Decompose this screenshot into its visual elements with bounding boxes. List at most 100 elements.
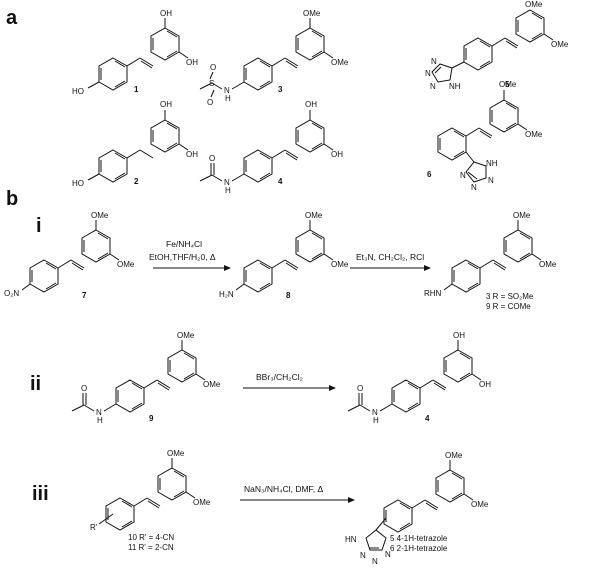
compound-3-h: H (225, 94, 231, 103)
compound-8-structure (235, 220, 334, 293)
product-5-6-n2: N (372, 557, 378, 566)
compound-4-o: O (209, 154, 215, 163)
compound-1-structure (87, 18, 189, 91)
product-5-6-ome-top: OMe (445, 451, 463, 460)
compound-5-n2: N (425, 69, 431, 78)
panel-label-ii: ii (30, 373, 41, 395)
compound-5-nh: NH (449, 82, 461, 91)
product-5-6-n3: N (385, 550, 391, 559)
compound-7-number: 7 (82, 291, 87, 300)
compound-2-structure (87, 110, 189, 183)
compound-6-n1: N (460, 171, 466, 180)
panel-label-iii: iii (32, 483, 49, 505)
compound-9-number: 9 (149, 414, 154, 423)
compound-3-n: N (224, 86, 230, 95)
compound-4-oh-top: OH (305, 100, 317, 109)
compound-5-ome-right: OMe (551, 40, 569, 49)
compound-6-n2: N (471, 183, 477, 192)
product-5-6-structure (365, 460, 474, 551)
compound-6-ome-top: OMe (499, 80, 517, 89)
product-5-6-hn: HN (345, 535, 357, 544)
compound-7-structure (21, 220, 120, 293)
panel-label-a: a (6, 7, 18, 29)
compound-9-h: H (97, 416, 103, 425)
compound-9-o: O (81, 384, 87, 393)
compound-4-structure (199, 110, 334, 183)
compound-6-nh: NH (486, 159, 498, 168)
compound-3-ome-top: OMe (303, 9, 321, 18)
compound-5-number: 5 (505, 80, 510, 89)
compound-4-n: N (224, 178, 230, 187)
product-label-3: 3 R = SO₂Me (486, 292, 534, 301)
compound-10-11-ome-top: OMe (167, 449, 185, 458)
compound-3-o-top: O (210, 63, 216, 72)
compound-7-ome-right: OMe (117, 260, 135, 269)
compound-10-11-rprime: R' (90, 523, 98, 532)
compound-4-h: H (225, 186, 231, 195)
compound-5-structure (431, 9, 554, 83)
product-label-6: 6 2-1H-tetrazole (390, 544, 448, 553)
compound-label-11: 11 R' = 2-CN (128, 543, 174, 552)
product-label-9: 9 R = COMe (486, 302, 531, 311)
product-4-o: O (357, 384, 363, 393)
compound-3-structure (199, 18, 334, 98)
compound-8-h2n: H₂N (219, 290, 234, 299)
product-4-n: N (372, 408, 378, 417)
product-3-9-rhn: RHN (424, 289, 442, 298)
product-4-number: 4 (425, 414, 430, 423)
compound-5-ome-top: OMe (525, 0, 543, 9)
compound-8-ome-right: OMe (331, 260, 349, 269)
product-4-oh-right: OH (479, 380, 491, 389)
compound-5-n3: N (430, 82, 436, 91)
compound-9-ome-right: OMe (203, 380, 221, 389)
product-4-oh-top: OH (453, 331, 465, 340)
product-4-h: H (373, 416, 379, 425)
compound-8-ome-top: OMe (305, 211, 323, 220)
compound-6-ome-right: OMe (525, 130, 543, 139)
compound-7-o2n: O₂N (4, 289, 19, 298)
compound-2-number: 2 (134, 177, 139, 186)
reagent-step1-line1: Fe/NH₄Cl (166, 239, 202, 249)
compound-1-oh-top: OH (160, 9, 172, 18)
compound-2-oh-right: OH (186, 150, 198, 159)
compound-10-11-ome-right: OMe (193, 498, 211, 507)
reagent-step3: BBr₃/CH₂Cl₂ (256, 372, 303, 382)
compound-7-ome-top: OMe (91, 211, 109, 220)
compound-10-11-structure (98, 458, 196, 531)
reaction-arrow-4-head (348, 497, 355, 503)
product-3-9-ome-right: OMe (539, 260, 557, 269)
reagent-step2: Et₃N, CH₂Cl₂, RCl (356, 252, 424, 262)
panel-label-b: b (6, 188, 18, 210)
panel-label-i: i (36, 215, 42, 237)
reagent-step1-line2: EtOH,THF/H₂0, Δ (149, 252, 216, 262)
compound-8-number: 8 (286, 291, 291, 300)
compound-4-oh-right: OH (331, 150, 343, 159)
reaction-arrow-2-head (424, 265, 431, 271)
compound-5-n1: N (431, 57, 437, 66)
compound-2-ho: HO (72, 179, 84, 188)
compound-3-s: S (209, 79, 214, 88)
compound-3-number: 3 (278, 85, 283, 94)
compound-6-structure (437, 90, 528, 183)
reaction-arrow-1-head (224, 265, 231, 271)
compound-6-number: 6 (427, 170, 432, 179)
product-5-6-n1: N (360, 551, 366, 560)
compound-9-structure (71, 340, 206, 413)
product-3-9-ome-top: OMe (513, 211, 531, 220)
compound-3-o-bottom: O (207, 98, 213, 107)
reagent-step4: NaN₃/NH₄Cl, DMF, Δ (244, 484, 324, 494)
compound-1-ho: HO (72, 87, 84, 96)
compound-3-ome-right: OMe (331, 58, 349, 67)
compound-label-10: 10 R' = 4-CN (128, 533, 174, 542)
product-label-5: 5 4-1H-tetrazole (390, 534, 448, 543)
reaction-arrow-3-head (329, 385, 336, 391)
compound-9-n: N (96, 408, 102, 417)
compound-1-oh-right: OH (186, 58, 198, 67)
compound-9-ome-top: OMe (177, 331, 195, 340)
compound-2-oh-top: OH (160, 100, 172, 109)
product-5-6-ome-right: OMe (471, 500, 489, 509)
compound-1-number: 1 (134, 85, 139, 94)
compound-6-n3: N (488, 176, 494, 185)
product-4-structure (347, 340, 482, 413)
